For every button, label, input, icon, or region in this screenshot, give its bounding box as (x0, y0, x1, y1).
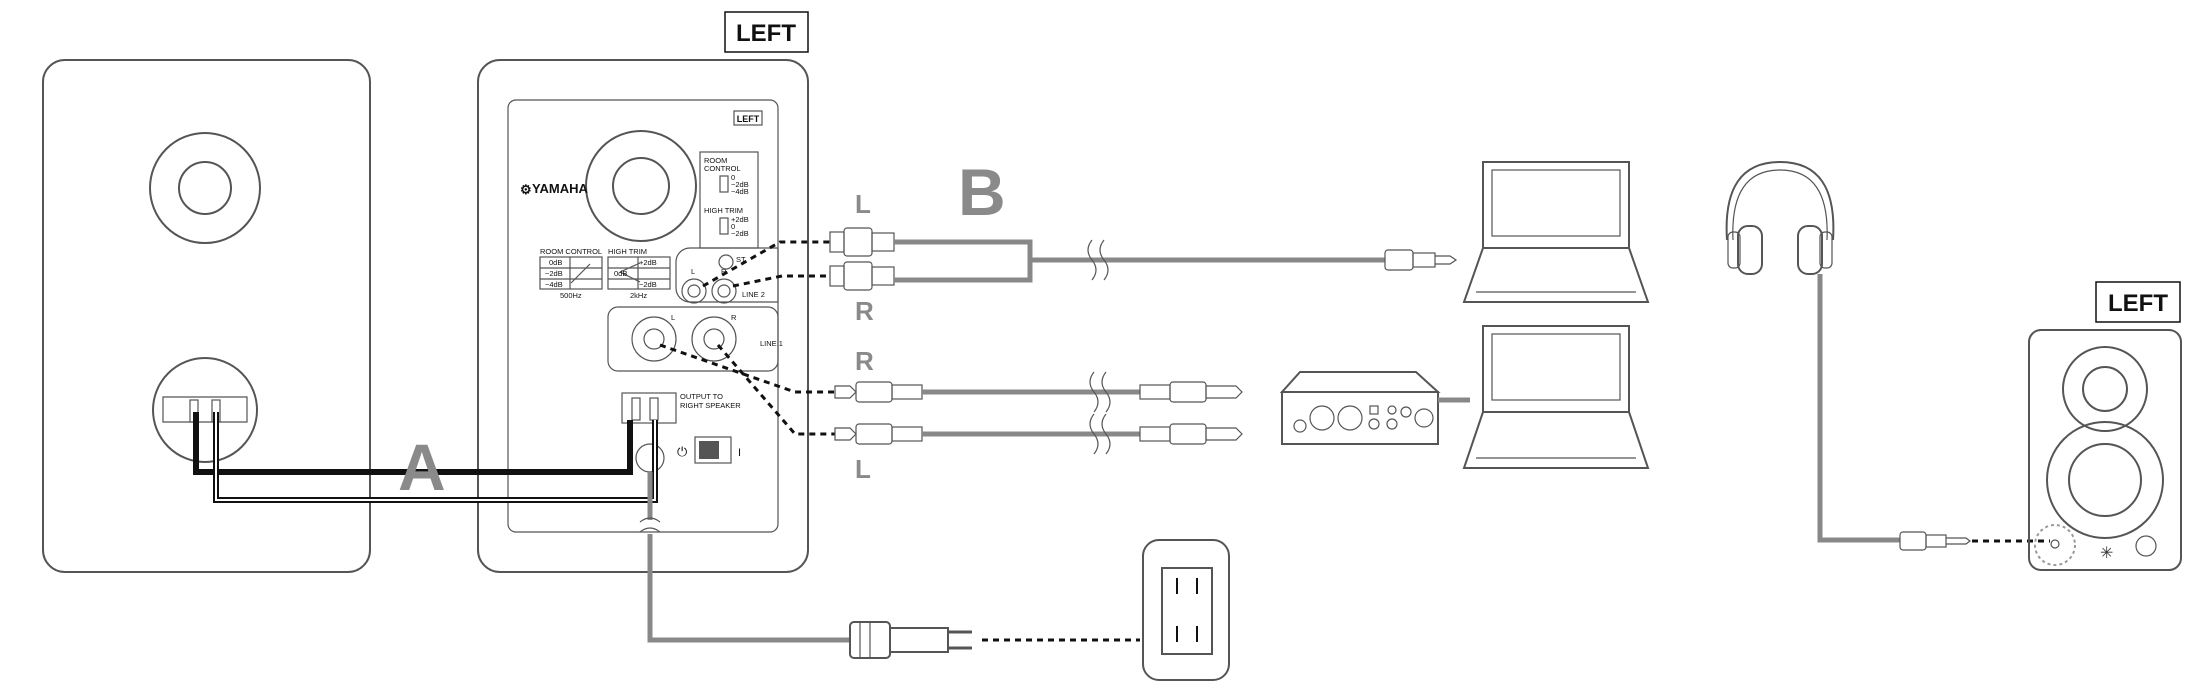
laptop-bottom-icon (1462, 325, 1650, 469)
left-title-box: LEFT (724, 11, 809, 53)
freq-2k: 2kHz (630, 291, 647, 300)
power-plug-icon (849, 621, 972, 659)
trim-table-1: 0dB (614, 269, 627, 278)
rca-plug-bottom-icon (829, 261, 895, 291)
headphone-jack-highlight (2034, 524, 2076, 566)
rca-l-channel: L (855, 189, 871, 219)
high-trim-switch[interactable] (719, 217, 729, 235)
front-speaker: ✳ (2028, 329, 2182, 571)
trim-table-2: −2dB (639, 280, 657, 289)
headphones-icon (1725, 160, 2050, 551)
trs-l-channel: L (855, 454, 871, 484)
freq-500: 500Hz (560, 291, 582, 300)
power-icon: ⏻ (677, 444, 687, 459)
output-terminal[interactable] (621, 392, 677, 424)
xlr-l-label: L (671, 313, 675, 322)
trs-cables: R L (659, 343, 1243, 484)
room-control-small-1: ROOM (704, 156, 727, 165)
right-speaker-rear (42, 59, 371, 573)
left-speaker-rear: LEFT ⚙ YAMAHA ROOM CONTROL HIGH TRIM 0dB… (477, 59, 809, 573)
output-label-1: OUTPUT TO (680, 392, 723, 401)
brand-logo-icon: ⚙ (520, 182, 532, 197)
laptop-top-icon (1462, 161, 1650, 303)
headphone-jack[interactable] (2050, 539, 2060, 549)
speaker-cable-a: A (193, 412, 658, 504)
rca-plug-top-icon (829, 227, 895, 257)
xlr-r-jack[interactable] (691, 316, 737, 362)
bass-port-icon (585, 130, 697, 242)
trs-plug-top-right-icon (1139, 381, 1243, 403)
room-table-1: −2dB (545, 269, 563, 278)
power-switch[interactable] (694, 436, 732, 464)
trs-plug-bottom-icon (834, 423, 923, 445)
high-trim-title: HIGH TRIM (608, 247, 647, 256)
room-control-small-2: CONTROL (704, 164, 741, 173)
front-left-box: LEFT (2095, 281, 2181, 323)
woofer-icon (2046, 421, 2164, 539)
room-table-2: −4dB (545, 280, 563, 289)
room-opt-1: −2dB (731, 180, 749, 189)
xlr-r-label: R (731, 313, 737, 322)
trim-table-0: +2dB (639, 258, 657, 267)
st-jack-icon[interactable] (718, 254, 734, 270)
trim-opt-1: 0 (731, 222, 735, 231)
room-table-0: 0dB (549, 258, 562, 267)
jack-l-label: L (691, 267, 695, 276)
label-a: A (398, 430, 446, 504)
high-trim-small: HIGH TRIM (704, 206, 743, 215)
headphone-plug-icon (1899, 531, 1971, 551)
rca-r-channel: R (855, 296, 874, 326)
jack-r-label: R (721, 267, 727, 276)
label-b: B (958, 155, 1006, 229)
trim-opt-0: +2dB (731, 215, 749, 224)
brand-name: YAMAHA (532, 181, 588, 196)
power-cord (639, 472, 1230, 681)
speaker-input-connector-icon (152, 357, 258, 463)
line1-label: LINE 1 (760, 339, 783, 348)
rca-l-jack[interactable] (681, 278, 707, 304)
rca-cable-b: L R B (702, 155, 1458, 326)
st-label: ST (736, 255, 746, 264)
power-inlet-icon (635, 443, 665, 473)
wall-outlet-icon (1142, 539, 1230, 681)
room-opt-0: 0 (731, 173, 735, 182)
line2-label: LINE 2 (742, 290, 765, 299)
volume-knob[interactable] (2135, 535, 2157, 557)
snowflake-logo-icon: ✳ (2100, 545, 2113, 562)
tweeter-icon (2062, 346, 2148, 432)
trs-plug-bottom-right-icon (1139, 423, 1243, 445)
room-control-switch[interactable] (719, 175, 729, 193)
trim-opt-2: −2dB (731, 229, 749, 238)
front-left-title: LEFT (2108, 290, 2168, 317)
output-label-2: RIGHT SPEAKER (680, 401, 741, 410)
eq-tables (539, 256, 671, 290)
trs-r-channel: R (855, 346, 874, 376)
room-control-title: ROOM CONTROL (540, 247, 602, 256)
xlr-l-jack[interactable] (631, 316, 677, 362)
rca-r-jack[interactable] (711, 278, 737, 304)
panel-left-label: LEFT (737, 114, 760, 124)
line1-area (607, 306, 779, 372)
mini-jack-plug-icon (1384, 249, 1458, 271)
trs-plug-top-icon (834, 381, 923, 403)
room-opt-2: −4dB (731, 187, 749, 196)
left-title: LEFT (736, 20, 796, 47)
power-on-label: I (738, 447, 741, 459)
tweeter-outline-icon (149, 132, 261, 244)
audio-interface-icon (1279, 371, 1470, 445)
